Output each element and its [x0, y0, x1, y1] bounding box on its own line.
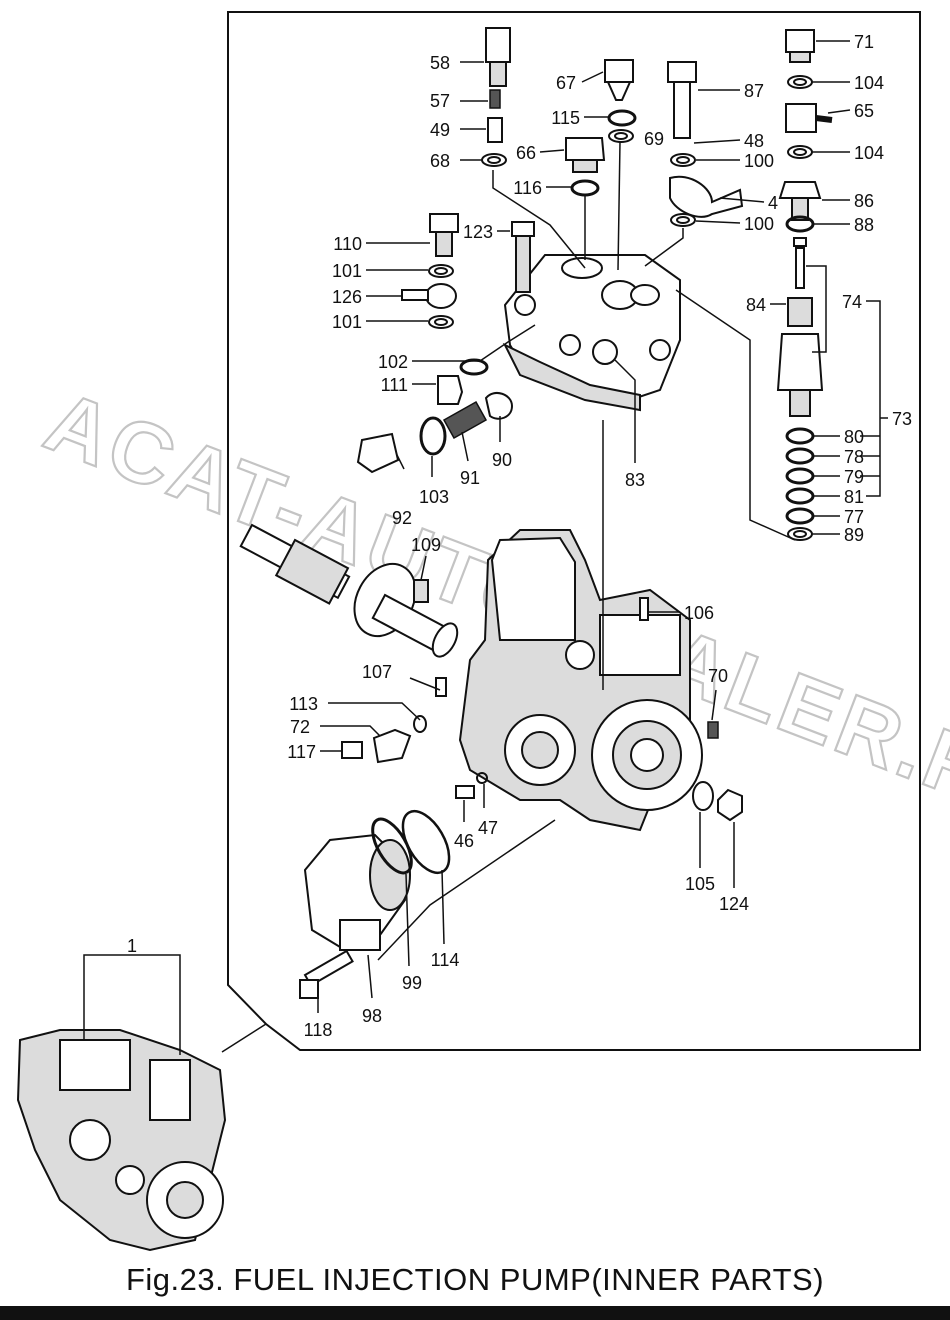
callout-49: 49: [430, 120, 450, 140]
callout-84: 84: [746, 295, 766, 315]
callout-57: 57: [430, 91, 450, 111]
callout-90: 90: [492, 450, 512, 470]
callout-87: 87: [744, 81, 764, 101]
delivery-valve-stack: [776, 29, 833, 541]
callout-74: 74: [842, 292, 862, 312]
callout-111: 111: [381, 375, 408, 395]
callout-99: 99: [402, 973, 422, 993]
pump-housing: [458, 529, 703, 832]
hydraulic-head-83: [502, 254, 681, 412]
callout-92: 92: [392, 508, 412, 528]
upper-fittings: [481, 27, 744, 227]
callout-106: 106: [684, 603, 714, 623]
callout-1: 1: [127, 936, 137, 956]
callout-110: 110: [333, 234, 362, 254]
callout-66: 66: [516, 143, 536, 163]
callout-79: 79: [844, 467, 864, 487]
callout-4: 4: [768, 193, 778, 213]
callout-101-b: 101: [332, 312, 362, 332]
inner-parts-frame: [227, 11, 921, 1051]
callout-103: 103: [419, 487, 449, 507]
callout-100-a: 100: [744, 151, 774, 171]
callout-68: 68: [430, 151, 450, 171]
callout-107: 107: [362, 662, 392, 682]
pump-assembly-1: [16, 1029, 227, 1252]
callout-100-b: 100: [744, 214, 774, 234]
callout-73: 73: [892, 409, 912, 429]
callout-77: 77: [844, 507, 864, 527]
callout-83: 83: [625, 470, 645, 490]
callout-116: 116: [513, 178, 542, 198]
callout-113: 113: [289, 694, 318, 714]
callout-78: 78: [844, 447, 864, 467]
callout-117: 117: [287, 742, 316, 762]
bottom-border-bar: [0, 1306, 950, 1320]
leader-lines: [83, 40, 888, 1055]
governor-assembly-98: [303, 833, 411, 952]
callout-105: 105: [685, 874, 715, 894]
callout-67: 67: [556, 73, 576, 93]
callout-86: 86: [854, 191, 874, 211]
left-fittings: [356, 213, 535, 474]
callout-72: 72: [290, 717, 310, 737]
callout-89: 89: [844, 525, 864, 545]
callout-70: 70: [708, 666, 728, 686]
callout-101-a: 101: [332, 261, 362, 281]
callout-91: 91: [460, 468, 480, 488]
lower-small-parts: [299, 579, 743, 999]
callout-81: 81: [844, 487, 864, 507]
callout-104-a: 104: [854, 73, 884, 93]
callout-46: 46: [454, 831, 474, 851]
drive-shaft: [239, 523, 459, 658]
callout-71: 71: [854, 32, 874, 52]
callout-124: 124: [719, 894, 749, 914]
callout-98: 98: [362, 1006, 382, 1026]
callout-115: 115: [551, 108, 580, 128]
callout-104-b: 104: [854, 143, 884, 163]
figure-caption: Fig.23. FUEL INJECTION PUMP(INNER PARTS): [125, 1262, 825, 1297]
callout-58: 58: [430, 53, 450, 73]
callout-118: 118: [304, 1020, 333, 1040]
callout-114: 114: [431, 950, 460, 970]
callout-109: 109: [411, 535, 441, 555]
callout-48: 48: [744, 131, 764, 151]
callout-80: 80: [844, 427, 864, 447]
callout-47: 47: [478, 818, 498, 838]
callout-123: 123: [463, 222, 493, 242]
callout-88: 88: [854, 215, 874, 235]
callout-126: 126: [332, 287, 362, 307]
callout-69: 69: [644, 129, 664, 149]
callout-labels: 58 57 49 68 67 115 69 66 116 87 48 100 4…: [127, 32, 912, 1040]
callout-65: 65: [854, 101, 874, 121]
callout-102: 102: [378, 352, 408, 372]
